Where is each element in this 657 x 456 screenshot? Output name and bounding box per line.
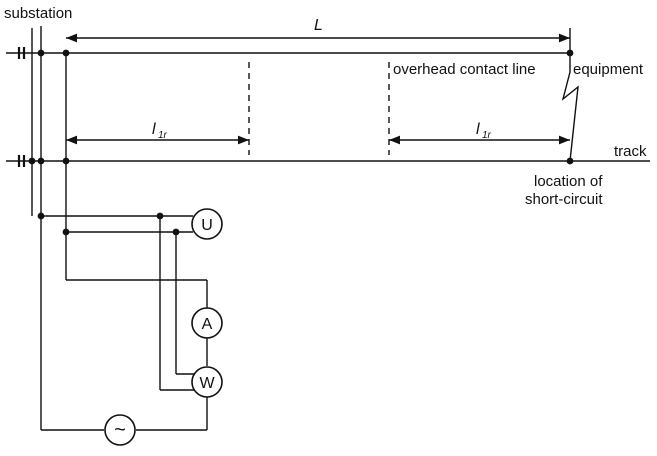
ac-source-circle: [104, 414, 136, 446]
location-label-line2: short-circuit: [525, 191, 603, 208]
voltmeter-label: U: [201, 217, 213, 234]
junction-dot: [62, 157, 70, 165]
left-length-subscript: 1r: [158, 130, 168, 141]
wattmeter-circle: [191, 366, 223, 398]
substation-busbar-bottom: [17, 155, 26, 167]
junction-dot: [156, 212, 164, 220]
junction-dot: [37, 212, 45, 220]
junction-dot: [62, 49, 70, 57]
substation-label: substation: [4, 5, 72, 22]
substation-busbar-top: [17, 47, 26, 59]
wattmeter-label: W: [199, 375, 215, 392]
track-label: track: [614, 143, 647, 160]
left-length-symbol: l: [152, 121, 156, 138]
right-length-symbol: l: [476, 121, 480, 138]
junction-dot: [37, 49, 45, 57]
right-length-subscript: 1r: [482, 130, 492, 141]
overhead-line-label: overhead contact line: [393, 61, 536, 78]
length-L-label: L: [314, 17, 323, 34]
junction-dot: [28, 157, 36, 165]
junction-dot: [62, 228, 70, 236]
voltmeter-circle: [191, 208, 223, 240]
junction-dot: [172, 228, 180, 236]
ammeter-circle: [191, 307, 223, 339]
ac-source-icon: ~: [114, 419, 126, 441]
location-label-line1: location of: [534, 173, 603, 190]
short-circuit-zigzag: [561, 53, 579, 162]
junction-dot: [37, 157, 45, 165]
equipment-label: equipment: [573, 61, 644, 78]
ammeter-label: A: [202, 316, 213, 333]
